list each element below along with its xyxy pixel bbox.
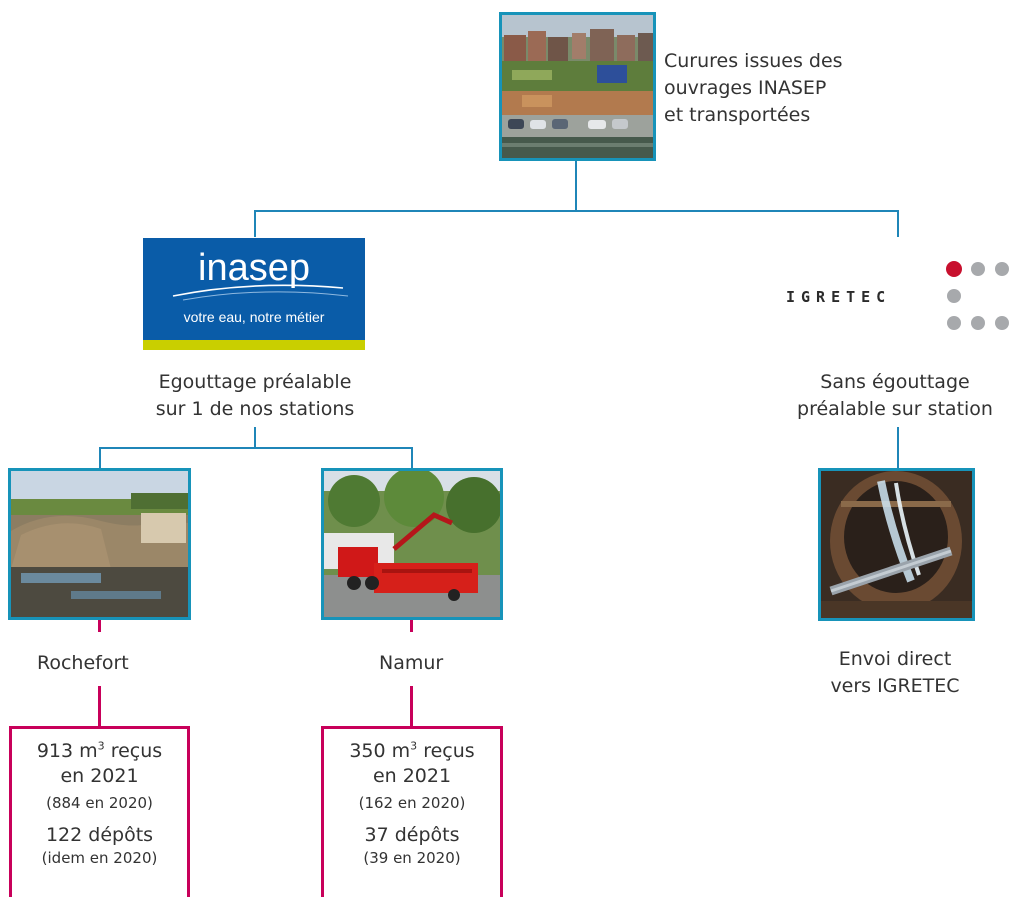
connector-to-rochefort xyxy=(99,447,101,468)
rochefort-received: 913 m3 reçus xyxy=(12,739,187,764)
igretec-caption: Sans égouttage préalable sur station xyxy=(770,369,1015,423)
igretec-logo-text: IGRETEC xyxy=(786,288,892,306)
direct-caption-line-2: vers IGRETEC xyxy=(830,675,960,697)
top-photo xyxy=(499,12,656,161)
rochefort-received-suffix: reçus xyxy=(104,740,163,762)
rochefort-year: en 2021 xyxy=(60,765,139,787)
rochefort-label: Rochefort xyxy=(37,652,129,674)
rochefort-photo xyxy=(8,468,191,620)
rochefort-connector xyxy=(98,686,101,729)
namur-received: 350 m3 reçus xyxy=(324,739,500,764)
namur-tick-top xyxy=(410,620,413,632)
igretec-logo: IGRETEC xyxy=(760,255,1015,335)
red-truck-image xyxy=(324,471,500,617)
inasep-tagline: votre eau, notre métier xyxy=(183,309,325,325)
connector-inasep-horizontal xyxy=(99,447,413,449)
connector-igretec-vertical xyxy=(897,427,899,468)
connector-top-horizontal xyxy=(254,210,899,212)
top-caption-line-3: et transportées xyxy=(664,104,811,126)
inasep-caption: Egouttage préalable sur 1 de nos station… xyxy=(110,369,400,423)
namur-received-number: 350 m xyxy=(349,740,411,762)
connector-to-igretec xyxy=(897,210,899,237)
top-caption-line-1: Curures issues des xyxy=(664,50,843,72)
rochefort-prev-deposits: (idem en 2020) xyxy=(41,849,158,867)
igretec-caption-line-2: préalable sur station xyxy=(797,398,993,420)
connector-inasep-vertical xyxy=(254,427,256,449)
connector-to-namur xyxy=(411,447,413,468)
rochefort-received-number: 913 m xyxy=(36,740,98,762)
connector-top-vertical xyxy=(575,161,577,212)
namur-received-suffix: reçus xyxy=(417,740,475,762)
top-caption: Curures issues des ouvrages INASEP et tr… xyxy=(664,48,843,129)
namur-prev-deposits: (39 en 2020) xyxy=(363,849,461,867)
earth-piles-image xyxy=(11,471,188,617)
igretec-caption-line-1: Sans égouttage xyxy=(820,371,970,393)
direct-caption: Envoi direct vers IGRETEC xyxy=(790,646,1000,700)
rochefort-received-sup: 3 xyxy=(97,739,105,753)
town-parking-image xyxy=(502,15,653,158)
inasep-swoosh-icon xyxy=(172,284,349,301)
namur-prev-received: (162 en 2020) xyxy=(358,794,466,812)
rochefort-deposits: 122 dépôts xyxy=(45,824,154,846)
namur-stats-box: 350 m3 reçus en 2021 (162 en 2020) 37 dé… xyxy=(321,726,503,897)
inasep-caption-line-1: Egouttage préalable xyxy=(158,371,352,393)
inasep-logo-text: inasep xyxy=(198,247,310,289)
namur-photo xyxy=(321,468,503,620)
igretec-dots-icon xyxy=(946,261,1009,330)
namur-label: Namur xyxy=(379,652,444,674)
inasep-logo-lime-band xyxy=(143,340,365,350)
rochefort-prev-received: (884 en 2020) xyxy=(46,794,153,812)
namur-year: en 2021 xyxy=(372,765,452,787)
direct-photo xyxy=(818,468,975,621)
inasep-caption-line-2: sur 1 de nos stations xyxy=(155,398,355,420)
connector-to-inasep xyxy=(254,210,256,237)
namur-received-sup: 3 xyxy=(410,739,418,753)
namur-deposits: 37 dépôts xyxy=(364,824,460,846)
direct-caption-line-1: Envoi direct xyxy=(838,648,952,670)
inasep-logo: inasep votre eau, notre métier xyxy=(143,238,365,350)
top-caption-line-2: ouvrages INASEP xyxy=(664,77,827,99)
rochefort-tick-top xyxy=(98,620,101,632)
rochefort-stats-box: 913 m3 reçus en 2021 (884 en 2020) 122 d… xyxy=(9,726,190,897)
pipe-interior-image xyxy=(821,471,972,618)
namur-connector xyxy=(410,686,413,729)
